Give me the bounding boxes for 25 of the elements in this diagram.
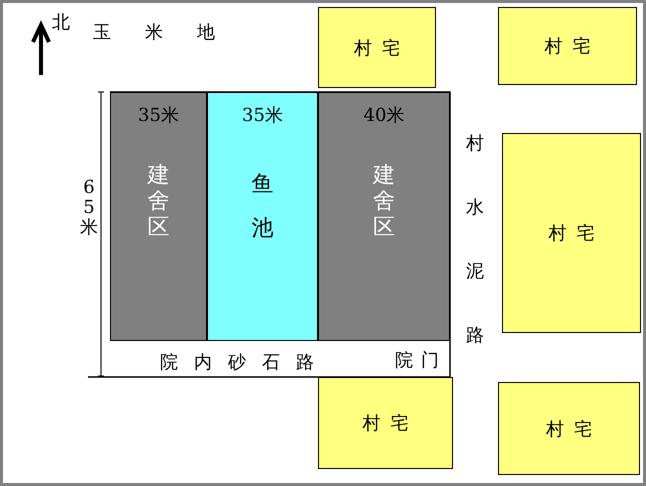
dimension-label: 65米 <box>80 178 98 238</box>
house-block <box>498 382 640 475</box>
gate-label: 院门 <box>395 349 447 372</box>
zone-block <box>110 92 207 341</box>
road-label: 院内砂石路 <box>160 351 330 374</box>
width-label: 40米 <box>364 104 404 127</box>
house-block <box>318 377 453 469</box>
field-label: 玉米地 <box>93 21 249 44</box>
north-label: 北 <box>52 11 70 34</box>
house-label: 村宅 <box>353 36 410 60</box>
width-label: 35米 <box>138 104 179 127</box>
house-block <box>498 7 637 85</box>
zone-label: 建舍区 <box>148 163 170 241</box>
width-label: 35米 <box>242 104 283 127</box>
house-label: 村宅 <box>545 418 602 440</box>
zone-label: 鱼池 <box>252 171 274 243</box>
house-label: 村宅 <box>548 222 604 245</box>
house-block <box>502 133 641 333</box>
zone-block <box>207 92 318 341</box>
zone-block <box>318 92 450 341</box>
zone-label: 建舍区 <box>373 163 395 241</box>
road-label: 村水泥路 <box>466 132 484 348</box>
house-block <box>318 7 436 88</box>
house-label: 村宅 <box>362 412 418 435</box>
house-label: 村宅 <box>544 35 600 58</box>
